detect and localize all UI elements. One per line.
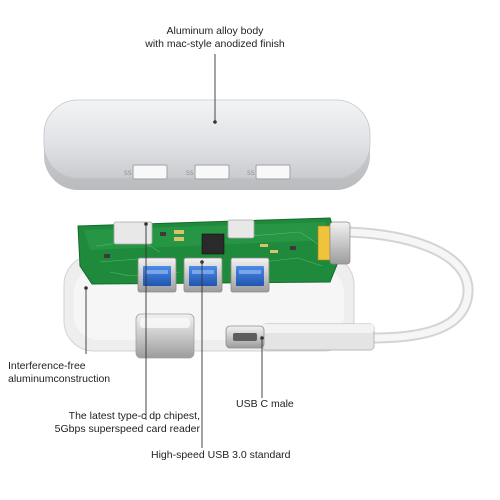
shell-usb-port: SS — [124, 164, 168, 180]
callout-line: aluminumconstruction — [8, 373, 111, 385]
callout-line: The latest type-c dp chipest, — [68, 410, 200, 422]
pcb-connector — [317, 221, 351, 265]
port-ss-mark: SS — [124, 170, 132, 177]
callout-line: Aluminum alloy body — [166, 25, 264, 37]
usb3-port — [137, 257, 177, 293]
callout-usb3-standard: High-speed USB 3.0 standard — [151, 449, 291, 462]
usb3-port — [183, 257, 223, 293]
callout-line: 5Gbps superspeed card reader — [54, 423, 200, 435]
callout-interference-free: Interference-free aluminumconstruction — [8, 360, 128, 386]
aluminum-shell: SS SS SS — [43, 99, 371, 190]
callout-chipset: The latest type-c dp chipest, 5Gbps supe… — [50, 410, 200, 436]
callout-line: High-speed USB 3.0 standard — [151, 449, 291, 461]
shell-usb-port: SS — [186, 164, 230, 180]
chipset — [201, 233, 225, 255]
callout-aluminum-body: Aluminum alloy body with mac-style anodi… — [130, 25, 300, 51]
callout-line: USB C male — [236, 398, 294, 410]
port-ss-mark: SS — [247, 170, 255, 177]
port-ss-mark: SS — [186, 170, 194, 177]
usb-c-plug — [225, 323, 375, 351]
callout-line: with mac-style anodized finish — [145, 38, 285, 50]
callout-usb-c-male: USB C male — [236, 398, 294, 411]
usb3-port — [230, 257, 270, 293]
shell-usb-port: SS — [247, 164, 291, 180]
callout-line: Interference-free — [8, 360, 86, 372]
